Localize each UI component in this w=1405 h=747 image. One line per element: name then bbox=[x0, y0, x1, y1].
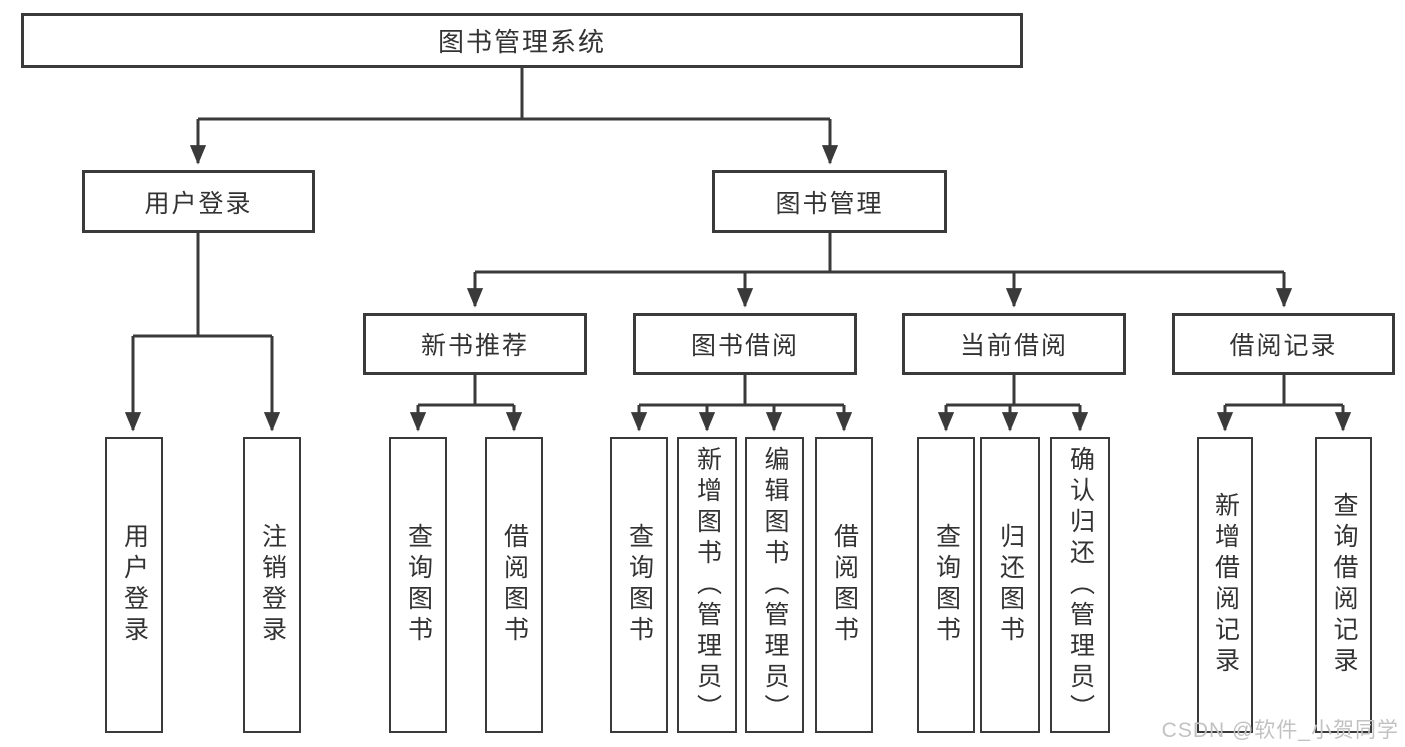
connector-mgmt-branch bbox=[475, 233, 1284, 274]
connector-root-branch bbox=[198, 68, 830, 121]
node-book-management: 图书管理 bbox=[712, 170, 947, 233]
node-root: 图书管理系统 bbox=[21, 13, 1023, 68]
leaf-edit-book-admin: 编辑图书（管理员） bbox=[745, 437, 804, 733]
node-new-book-recommendation: 新书推荐 bbox=[363, 313, 587, 375]
connector-login-branch bbox=[133, 233, 272, 338]
leaf-logout: 注销登录 bbox=[243, 437, 301, 733]
leaf-add-borrow-record: 新增借阅记录 bbox=[1197, 437, 1253, 733]
connector-borrowing-branch bbox=[639, 375, 844, 407]
leaf-borrow-books-recommend: 借阅图书 bbox=[485, 437, 543, 733]
leaf-borrow-books-borrow: 借阅图书 bbox=[815, 437, 873, 733]
watermark: CSDN @软件_小贺同学 bbox=[1161, 719, 1399, 742]
leaf-user-login: 用户登录 bbox=[105, 437, 163, 733]
leaf-query-books-borrow: 查询图书 bbox=[610, 437, 668, 733]
connector-recommend-branch bbox=[418, 375, 514, 407]
node-current-borrowing: 当前借阅 bbox=[902, 313, 1126, 375]
leaf-add-book-admin: 新增图书（管理员） bbox=[677, 437, 737, 733]
leaf-return-books: 归还图书 bbox=[980, 437, 1040, 733]
node-book-borrowing: 图书借阅 bbox=[633, 313, 857, 375]
node-borrowing-records: 借阅记录 bbox=[1172, 313, 1395, 375]
node-user-login: 用户登录 bbox=[82, 170, 315, 233]
leaf-query-books-current: 查询图书 bbox=[917, 437, 975, 733]
leaf-query-borrow-record: 查询借阅记录 bbox=[1315, 437, 1372, 733]
connector-current-branch bbox=[946, 375, 1080, 407]
leaf-confirm-return-admin: 确认归还（管理员） bbox=[1050, 437, 1110, 733]
leaf-query-books-recommend: 查询图书 bbox=[389, 437, 447, 733]
connector-records-branch bbox=[1225, 375, 1343, 407]
